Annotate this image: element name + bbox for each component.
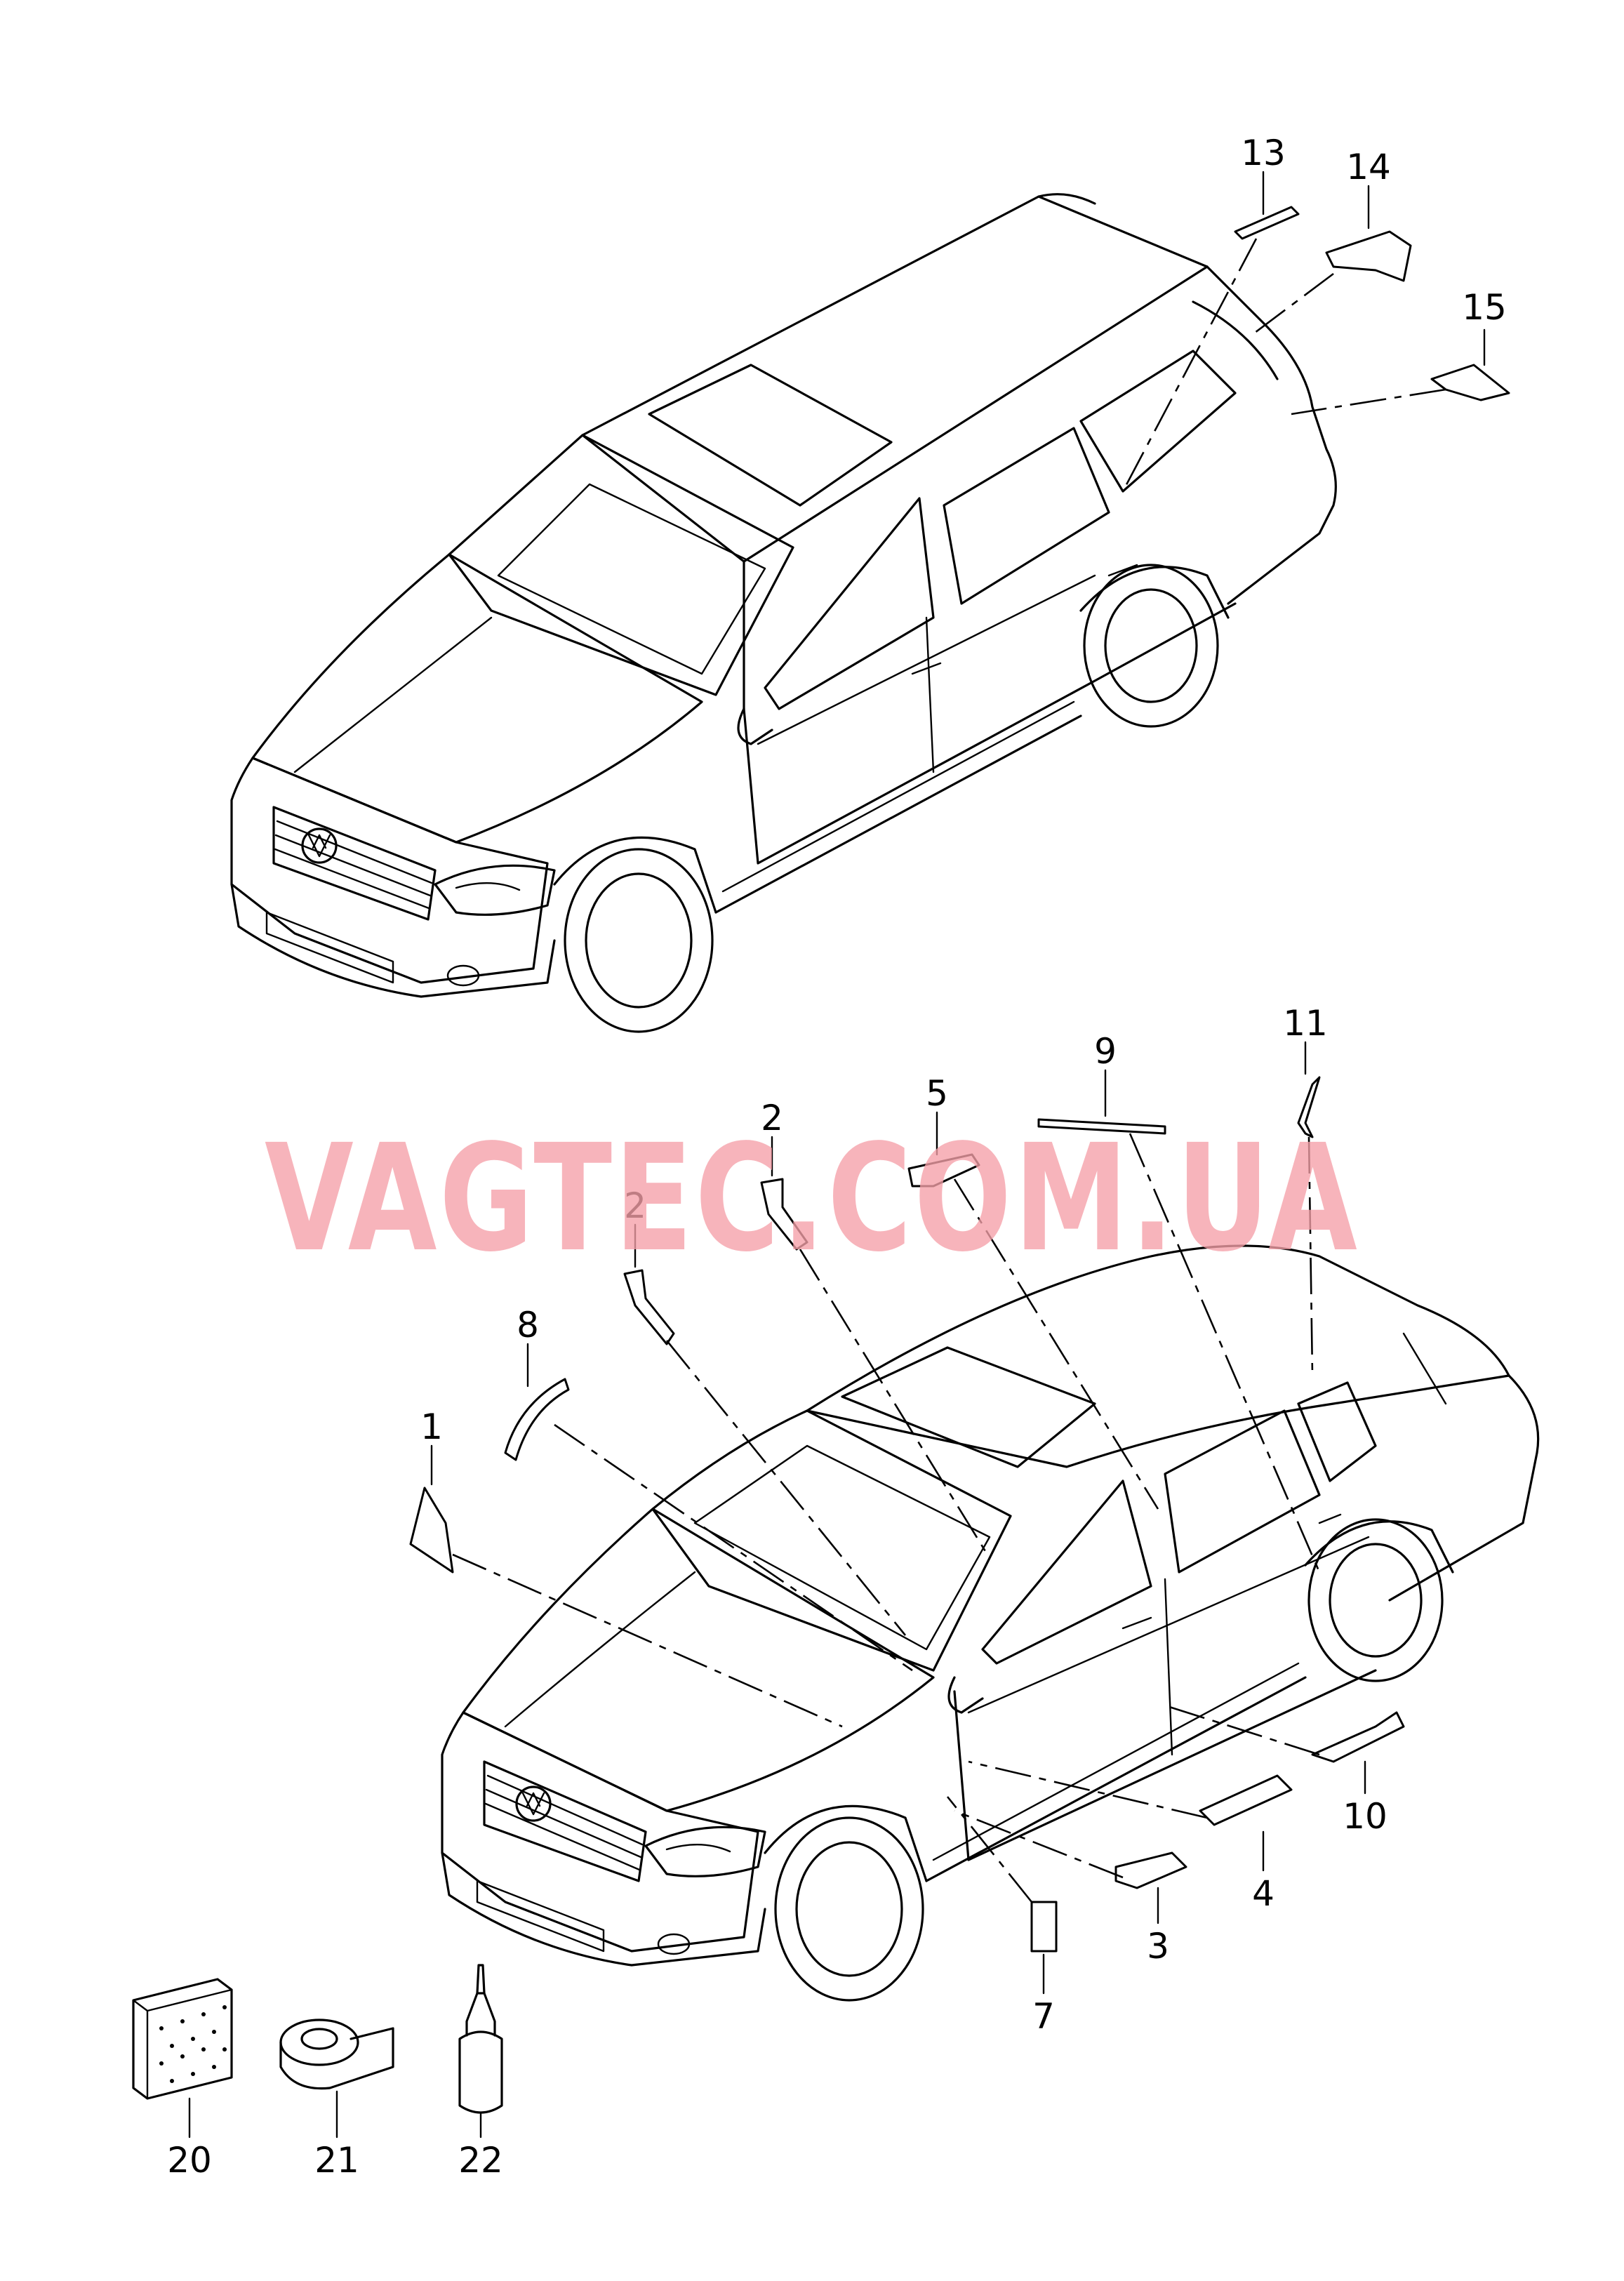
- part-2a-shape: [623, 1269, 675, 1345]
- callout-11: 11: [1283, 1003, 1328, 1044]
- callout-3: 3: [1147, 1926, 1169, 1967]
- part-2b-shape: [760, 1178, 808, 1251]
- callout-20: 20: [167, 2140, 212, 2181]
- accessory-20-pad: [132, 1978, 233, 2100]
- part-13-shape: [1234, 206, 1300, 240]
- part-15-shape: [1430, 364, 1510, 401]
- part-3-shape: [1114, 1851, 1187, 1889]
- callout-7: 7: [1032, 1996, 1055, 2037]
- callout-13: 13: [1241, 133, 1286, 173]
- leader-lines: [452, 238, 1446, 1903]
- part-1-shape: [409, 1487, 454, 1574]
- part-11-shape: [1297, 1076, 1321, 1138]
- part-4-shape: [1199, 1774, 1293, 1826]
- callout-10: 10: [1343, 1796, 1387, 1837]
- callout-1: 1: [420, 1406, 443, 1447]
- watermark-text: VAGTEC.COM.UA: [265, 1112, 1359, 1284]
- wagon-car-illustration: [230, 193, 1337, 1033]
- part-5-shape: [907, 1153, 980, 1188]
- part-shapes: [409, 206, 1510, 1953]
- callout-8: 8: [517, 1305, 539, 1345]
- part-10-shape: [1311, 1711, 1405, 1763]
- part-7-shape: [1030, 1901, 1058, 1953]
- part-14-shape: [1325, 230, 1412, 282]
- callout-2-left: 2: [624, 1185, 646, 1226]
- part-8-shape: [504, 1378, 570, 1461]
- callout-4: 4: [1252, 1873, 1274, 1914]
- callout-2-right: 2: [761, 1098, 783, 1138]
- part-9-shape: [1037, 1118, 1166, 1135]
- callout-21: 21: [314, 2140, 359, 2181]
- callout-15: 15: [1462, 287, 1507, 328]
- callout-9: 9: [1094, 1031, 1117, 1072]
- accessory-22-bottle: [458, 1964, 503, 2114]
- sedan-car-illustration: [441, 1244, 1540, 2002]
- accessory-21-tape-roll: [279, 2019, 394, 2090]
- callout-14: 14: [1346, 147, 1391, 187]
- callout-22: 22: [458, 2140, 503, 2181]
- callout-5: 5: [926, 1073, 948, 1114]
- callout-labels: 13 14 15 1 8 2 2 5 9 11 7 3 4 10 20 21 2…: [167, 133, 1507, 2181]
